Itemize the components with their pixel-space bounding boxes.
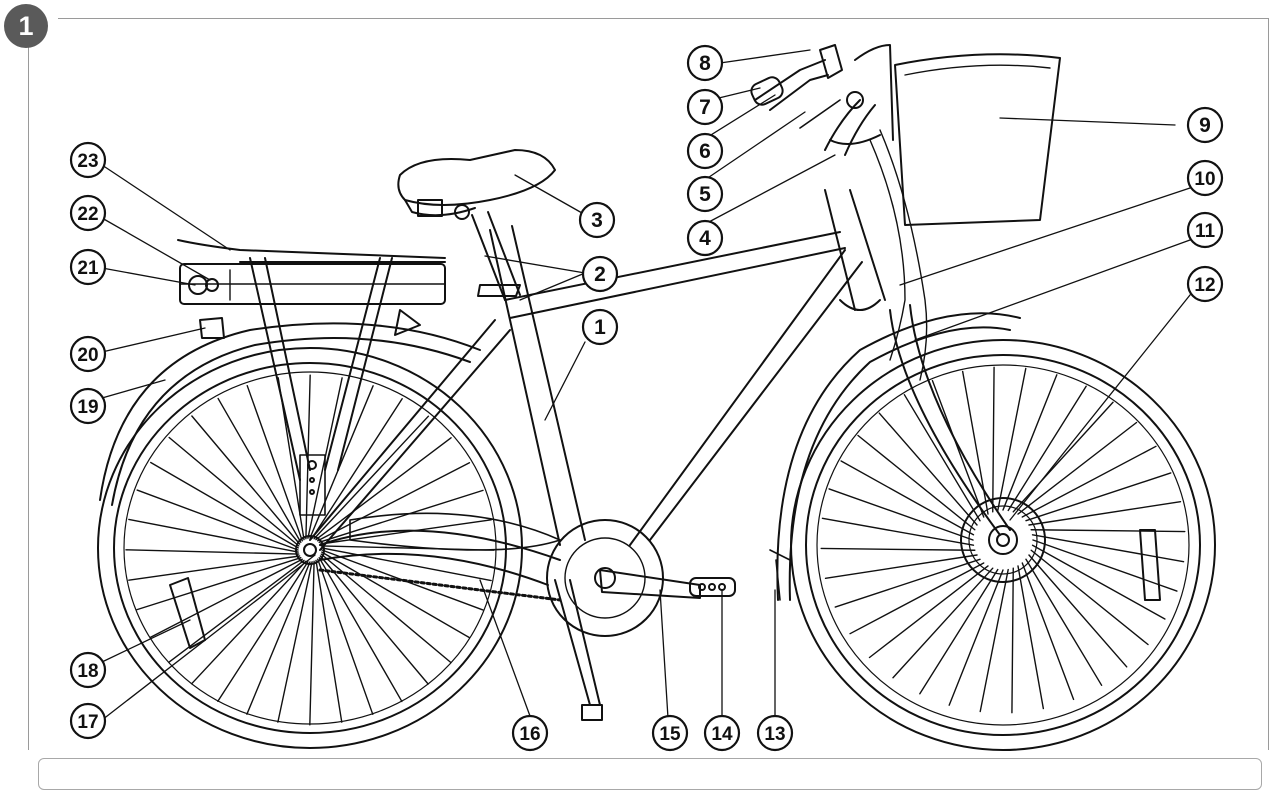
callout-circle — [581, 255, 619, 293]
callout-stem: 4 — [686, 219, 724, 257]
callout-circle — [511, 714, 549, 752]
callout-number: 4 — [699, 227, 711, 250]
callout-number: 19 — [77, 397, 98, 418]
callout-circle — [756, 714, 794, 752]
callout-number: 22 — [77, 204, 98, 225]
callout-number: 5 — [699, 183, 711, 206]
front-spoke-reflector — [1139, 529, 1161, 601]
callout-circle — [69, 387, 107, 425]
callout-circle — [703, 714, 741, 752]
callout-circle — [686, 132, 724, 170]
callout-number: 9 — [1199, 114, 1211, 137]
crankset — [546, 519, 736, 637]
callout-rear-hub: 17 — [69, 702, 107, 740]
callout-circle — [686, 175, 724, 213]
figure-number-badge: 1 — [4, 4, 48, 48]
callout-number: 13 — [764, 724, 785, 745]
callout-rear-mudguard: 19 — [69, 387, 107, 425]
callout-display-control: 6 — [686, 132, 724, 170]
callout-circle — [69, 248, 107, 286]
front-basket-shape — [894, 53, 1061, 226]
callout-circle — [1186, 159, 1224, 197]
kickstand — [554, 579, 603, 721]
callout-front-mudguard: 13 — [756, 714, 794, 752]
callout-luggage-rack: 23 — [69, 141, 107, 179]
callout-circle — [69, 194, 107, 232]
callout-battery: 22 — [69, 194, 107, 232]
rear-wheel — [97, 347, 523, 749]
callout-rear-light: 20 — [69, 335, 107, 373]
callout-frame-down-tube: 1 — [581, 308, 619, 346]
callout-front-hub: 12 — [1186, 265, 1224, 303]
callout-battery-lock: 21 — [69, 248, 107, 286]
callout-circle — [578, 201, 616, 239]
callout-number: 1 — [594, 316, 606, 339]
callout-number: 14 — [711, 724, 733, 745]
callout-saddle: 3 — [578, 201, 616, 239]
callout-number: 15 — [659, 724, 681, 745]
callout-circle — [686, 88, 724, 126]
callout-bell: 8 — [686, 44, 724, 82]
rear-mudguard-shape — [99, 322, 481, 506]
callout-circle — [1186, 265, 1224, 303]
rear-reflector-shape — [169, 577, 206, 649]
callout-circle — [1186, 106, 1224, 144]
figure-frame-right — [1268, 18, 1269, 750]
callout-number: 3 — [591, 209, 603, 232]
rear-rack — [177, 239, 446, 516]
callout-number: 23 — [77, 151, 98, 172]
callout-number: 12 — [1194, 275, 1215, 296]
figure-frame-top — [58, 18, 1268, 19]
handlebar-assembly — [750, 44, 894, 156]
callout-circle — [686, 219, 724, 257]
callout-number: 7 — [699, 96, 711, 119]
callout-front-basket: 9 — [1186, 106, 1224, 144]
callout-number: 20 — [77, 345, 98, 366]
callout-handlebar-grip: 7 — [686, 88, 724, 126]
callout-number: 18 — [77, 661, 98, 682]
front-wheel — [790, 339, 1216, 751]
front-mudguard-shape — [776, 312, 1021, 601]
callout-circle — [686, 44, 724, 82]
callout-number: 6 — [699, 140, 711, 163]
callout-number: 2 — [594, 263, 606, 286]
front-fork-shape — [889, 304, 1011, 536]
callout-circle — [1186, 211, 1224, 249]
callout-seat-post: 2 — [581, 255, 619, 293]
callout-circle — [69, 651, 107, 689]
callout-number: 8 — [699, 52, 711, 75]
callout-rear-reflector: 18 — [69, 651, 107, 689]
callout-circle — [69, 141, 107, 179]
callout-brake-lever: 5 — [686, 175, 724, 213]
callout-number: 17 — [77, 712, 98, 733]
frame — [309, 189, 886, 602]
figure-frame-left — [28, 40, 29, 750]
callout-pedal: 14 — [703, 714, 741, 752]
callout-front-fork: 11 — [1186, 211, 1224, 249]
callout-number: 10 — [1194, 169, 1215, 190]
callout-circle — [69, 702, 107, 740]
saddle-assembly — [397, 149, 556, 301]
callout-number: 11 — [1195, 221, 1216, 242]
rear-light-shape — [199, 317, 225, 339]
callout-circle — [651, 714, 689, 752]
callout-circle — [581, 308, 619, 346]
callout-number: 21 — [77, 258, 99, 279]
callout-chain-guard: 16 — [511, 714, 549, 752]
callout-circle — [69, 335, 107, 373]
callout-head-tube-cables: 10 — [1186, 159, 1224, 197]
callout-crank-arm: 15 — [651, 714, 689, 752]
callout-number: 16 — [519, 724, 540, 745]
